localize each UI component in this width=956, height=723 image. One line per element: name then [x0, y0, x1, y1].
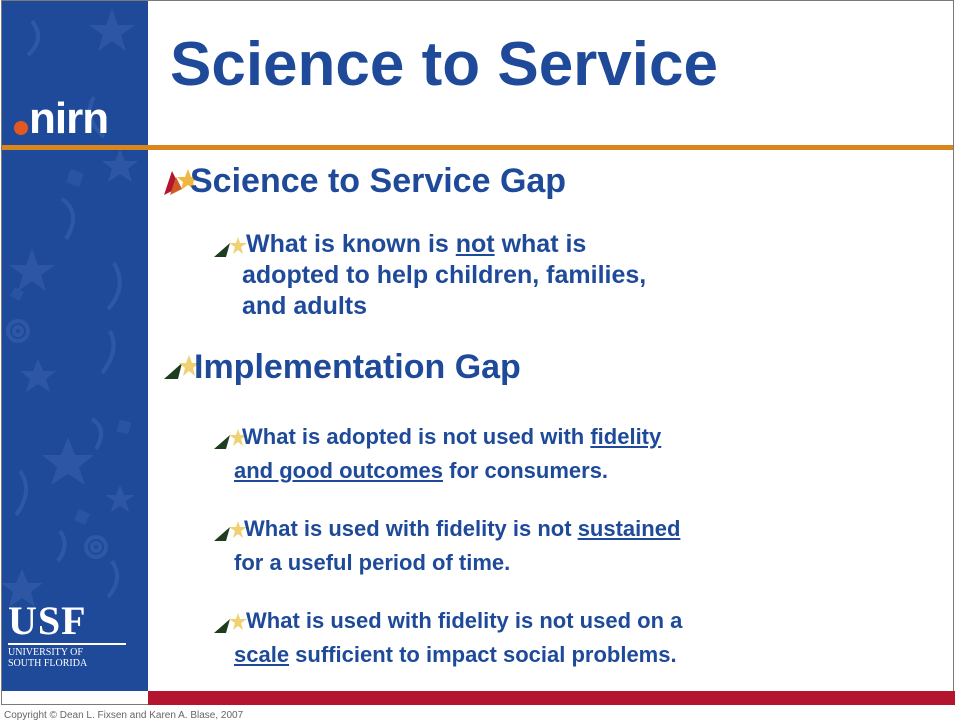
bullet-not-at-scale-line2: scale sufficient to impact social proble… — [234, 642, 677, 667]
star-arrow-bullet-icon — [214, 429, 247, 449]
footer-bar — [148, 691, 955, 705]
bullet-adopted-not-used: What is adopted is not used with fidelit… — [242, 424, 662, 449]
star-arrow-bullet-icon — [164, 355, 199, 379]
sidebar: nirn USF UNIVERSITY OF SOUTH FLORIDA — [2, 1, 148, 691]
copyright-notice: Copyright © Dean L. Fixsen and Karen A. … — [4, 710, 244, 721]
star-arrow-bullet-icon — [214, 237, 247, 257]
bullet-not-sustained: What is used with fidelity is not sustai… — [244, 516, 681, 541]
slide-title: Science to Service — [170, 30, 718, 99]
usf-logo-line2: SOUTH FLORIDA — [8, 658, 88, 669]
bullet-known-not-adopted-line2: adopted to help children, families, — [242, 261, 647, 289]
bullet-science-to-service-gap: Science to Service Gap — [190, 162, 567, 200]
bullet-adopted-not-used-line2: and good outcomes for consumers. — [234, 458, 609, 483]
usf-logo-line1: UNIVERSITY OF — [8, 647, 83, 658]
star-arrow-bullet-icon — [214, 613, 247, 633]
usf-logo-rule — [8, 643, 126, 645]
bullet-not-at-scale: What is used with fidelity is not used o… — [246, 608, 683, 633]
title-divider — [2, 145, 953, 150]
star-arrow-bullet-icon — [214, 521, 247, 541]
decorative-pattern — [2, 9, 138, 607]
bullet-implementation-gap: Implementation Gap — [194, 348, 521, 386]
bullet-known-not-adopted: What is known is not what is — [246, 230, 587, 258]
logo-dot-icon — [14, 121, 28, 135]
bullet-known-not-adopted-line3: and adults — [242, 292, 368, 320]
bullet-not-sustained-line2: for a useful period of time. — [234, 550, 511, 575]
usf-logo: USF UNIVERSITY OF SOUTH FLORIDA — [8, 601, 126, 669]
slide: nirn USF UNIVERSITY OF SOUTH FLORIDA Sci… — [1, 0, 955, 705]
star-arrow-bullet-icon — [164, 169, 199, 195]
usf-logo-text: USF — [8, 598, 87, 643]
nirn-logo: nirn — [14, 97, 109, 141]
